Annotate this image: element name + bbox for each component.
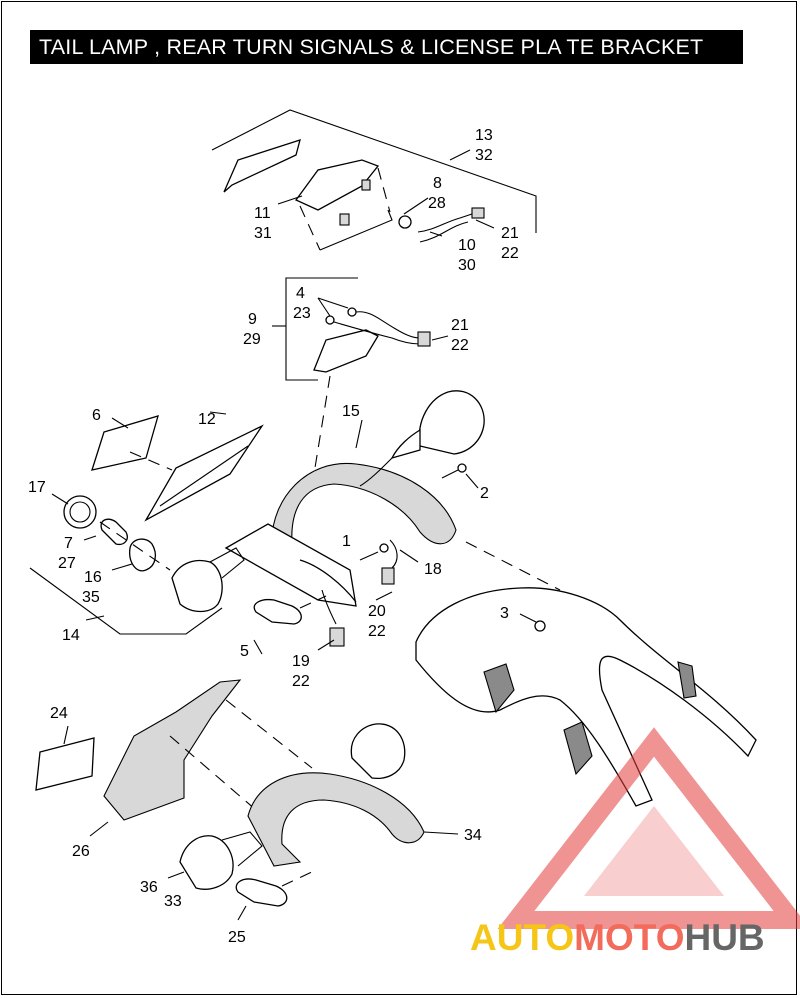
- callout-20: 20: [368, 603, 386, 620]
- callout-25: 25: [228, 929, 246, 946]
- callout-27: 27: [58, 555, 76, 572]
- callout-6: 6: [92, 407, 101, 424]
- harness-connector-a: [381, 567, 395, 585]
- bulb: [100, 518, 128, 546]
- socket: [129, 538, 157, 572]
- callout-22-d: 22: [292, 673, 310, 690]
- tail-lamp-housing: [295, 159, 380, 211]
- right-turn-signal: [418, 390, 485, 455]
- callout-15: 15: [342, 403, 360, 420]
- callout-32: 32: [475, 147, 493, 164]
- left-turn-signal-2: [179, 835, 234, 890]
- callout-5: 5: [240, 643, 249, 660]
- left-turn-signal: [171, 559, 223, 613]
- callout-23: 23: [293, 305, 311, 322]
- bracket-a: [361, 179, 371, 191]
- bracket-34: [247, 772, 425, 867]
- callout-4: 4: [296, 285, 305, 302]
- tail-lamp-harness: [417, 213, 473, 233]
- callout-17: 17: [28, 479, 46, 496]
- license-lamp: [144, 424, 264, 522]
- fender-bolt: [534, 620, 546, 632]
- callout-22-mid: 22: [451, 337, 469, 354]
- callout-16: 16: [84, 569, 102, 586]
- reflector-lens-2: [235, 878, 288, 907]
- callout-8: 8: [433, 175, 442, 192]
- callout-9: 9: [248, 311, 257, 328]
- license-plate: [91, 415, 159, 471]
- callout-22-c: 22: [368, 623, 386, 640]
- callout-2: 2: [480, 485, 489, 502]
- rear-fender: [415, 587, 757, 807]
- bracket-b: [339, 213, 350, 226]
- tail-lamp-group: [211, 109, 537, 251]
- callout-3: 3: [500, 605, 509, 622]
- callout-28: 28: [428, 195, 446, 212]
- callout-19: 19: [292, 653, 310, 670]
- reflector-lens: [253, 598, 302, 625]
- lamp-board: [313, 329, 379, 373]
- bracket-26: [103, 679, 242, 821]
- tail-bracket: [271, 462, 457, 545]
- watermark: AUTOMOTOHUB: [470, 727, 800, 958]
- tail-lamp-lens: [223, 139, 301, 193]
- license-plate-2: [35, 737, 95, 791]
- diagram-title: TAIL LAMP , REAR TURN SIGNALS & LICENSE …: [30, 30, 743, 64]
- callout-31: 31: [254, 225, 272, 242]
- callout-22-top: 22: [501, 245, 519, 262]
- callout-21-top: 21: [501, 225, 519, 242]
- callout-36: 36: [140, 879, 158, 896]
- callout-7: 7: [64, 535, 73, 552]
- callout-14: 14: [62, 627, 80, 644]
- lower-group: [35, 679, 459, 921]
- callout-30: 30: [458, 257, 476, 274]
- watermark-triangle-icon: [497, 727, 800, 929]
- tail-lamp-bulb: [398, 215, 412, 229]
- callouts: 13 32 8 28 11 31 21 22 10 30 4 23 9 29 2…: [28, 127, 519, 946]
- callout-10: 10: [458, 237, 476, 254]
- callout-26: 26: [72, 843, 90, 860]
- callout-13: 13: [475, 127, 493, 144]
- harness-connector-b: [329, 627, 345, 647]
- callout-21-mid: 21: [451, 317, 469, 334]
- callout-1: 1: [342, 533, 351, 550]
- callout-11: 11: [254, 205, 271, 222]
- callout-12: 12: [198, 411, 216, 428]
- callout-24: 24: [50, 705, 68, 722]
- callout-29: 29: [243, 331, 261, 348]
- lamp-harness-group: [272, 277, 449, 381]
- bracket-group: [29, 390, 485, 655]
- lamp-harness-connector: [417, 331, 431, 347]
- bezel: [63, 495, 97, 529]
- callout-34: 34: [464, 827, 482, 844]
- tail-lamp-connector: [471, 207, 485, 219]
- callout-18: 18: [424, 561, 442, 578]
- callout-33: 33: [164, 893, 182, 910]
- callout-35: 35: [82, 589, 100, 606]
- watermark-text: AUTOMOTOHUB: [470, 917, 765, 958]
- right-turn-signal-2: [350, 723, 406, 780]
